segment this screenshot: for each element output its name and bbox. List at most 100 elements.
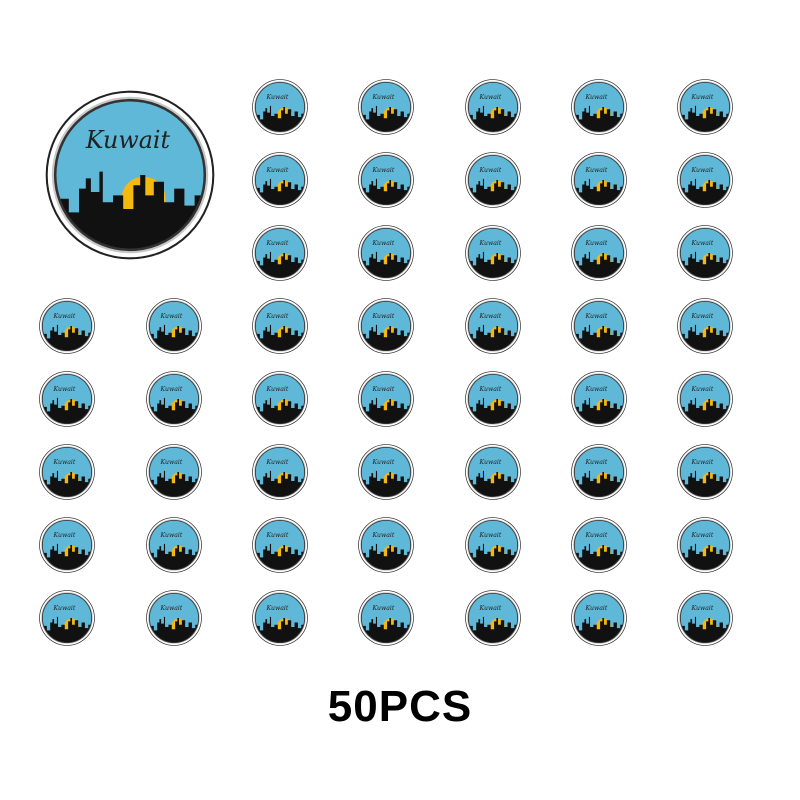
badge-script-text: Kuwait: [691, 240, 714, 247]
pin-badge: Kuwait: [246, 79, 314, 135]
pin-badge: Kuwait: [33, 444, 101, 500]
pin-badge: Kuwait: [671, 152, 739, 208]
badge-script-text: Kuwait: [585, 167, 608, 174]
badge-script-text: Kuwait: [53, 459, 76, 466]
badge-script-text: Kuwait: [372, 240, 395, 247]
pin-badge: Kuwait: [459, 152, 527, 208]
pin-badge: Kuwait: [565, 225, 633, 281]
pin-badge: Kuwait: [565, 152, 633, 208]
badge-script-text: Kuwait: [266, 240, 289, 247]
pin-badge: Kuwait: [565, 298, 633, 354]
badge-script-text: Kuwait: [160, 313, 183, 320]
pin-badge: Kuwait: [671, 590, 739, 646]
pin-badge: Kuwait: [565, 371, 633, 427]
pin-badge: Kuwait: [246, 298, 314, 354]
pin-badge: Kuwait: [352, 371, 420, 427]
pin-badge: Kuwait: [565, 79, 633, 135]
badge-script-text: Kuwait: [691, 94, 714, 101]
pin-badge: Kuwait: [246, 517, 314, 573]
badge-script-text: Kuwait: [585, 532, 608, 539]
pin-badge: Kuwait: [352, 517, 420, 573]
pin-badge: Kuwait: [671, 225, 739, 281]
pin-badge: Kuwait: [459, 590, 527, 646]
pin-badge: Kuwait: [140, 444, 208, 500]
badge-script-text: Kuwait: [479, 240, 502, 247]
pin-badge: Kuwait: [352, 444, 420, 500]
badge-script-text: Kuwait: [372, 459, 395, 466]
badge-script-text: Kuwait: [266, 313, 289, 320]
pin-badge: Kuwait: [459, 371, 527, 427]
pin-badge: Kuwait: [246, 590, 314, 646]
badge-script-text: Kuwait: [160, 386, 183, 393]
quantity-label: 50PCS: [327, 682, 473, 731]
pin-badge: Kuwait: [459, 517, 527, 573]
pin-badge: Kuwait: [33, 298, 101, 354]
pin-badge: Kuwait: [352, 152, 420, 208]
pin-badge: Kuwait: [246, 225, 314, 281]
pin-badge: Kuwait: [352, 79, 420, 135]
pin-badge: Kuwait: [671, 517, 739, 573]
badge-script-text: Kuwait: [372, 605, 395, 612]
pin-badge: Kuwait: [140, 298, 208, 354]
pin-badge: Kuwait: [246, 152, 314, 208]
badge-script-text: Kuwait: [372, 94, 395, 101]
badge-script-text: Kuwait: [266, 459, 289, 466]
pin-badge: Kuwait: [246, 444, 314, 500]
badge-script-text: Kuwait: [372, 167, 395, 174]
badge-script-text: Kuwait: [479, 94, 502, 101]
badge-script-text: Kuwait: [266, 167, 289, 174]
badge-script-text: Kuwait: [372, 532, 395, 539]
badge-script-text: Kuwait: [691, 605, 714, 612]
pin-badge: Kuwait: [671, 298, 739, 354]
badge-script-text: Kuwait: [266, 94, 289, 101]
badge-script-text: Kuwait: [691, 167, 714, 174]
pin-badge: Kuwait: [140, 517, 208, 573]
badge-script-text: Kuwait: [691, 532, 714, 539]
badge-script-text: Kuwait: [479, 532, 502, 539]
pin-badge: Kuwait: [565, 444, 633, 500]
pin-badge: Kuwait: [352, 298, 420, 354]
pin-badge: Kuwait: [140, 590, 208, 646]
badge-script-text: Kuwait: [691, 313, 714, 320]
featured-badge-closeup: Kuwait: [45, 90, 215, 260]
pin-badge: Kuwait: [565, 590, 633, 646]
badge-script-text: Kuwait: [53, 605, 76, 612]
badge-script-text: Kuwait: [85, 126, 171, 154]
pin-badge: Kuwait: [459, 444, 527, 500]
badge-script-text: Kuwait: [585, 94, 608, 101]
badge-script-text: Kuwait: [479, 459, 502, 466]
pin-badge: Kuwait: [33, 371, 101, 427]
badge-script-text: Kuwait: [479, 386, 502, 393]
badge-script-text: Kuwait: [585, 605, 608, 612]
badge-script-text: Kuwait: [372, 313, 395, 320]
badge-script-text: Kuwait: [160, 605, 183, 612]
badge-script-text: Kuwait: [372, 386, 395, 393]
pin-badge: Kuwait: [352, 225, 420, 281]
badge-script-text: Kuwait: [691, 386, 714, 393]
pin-badge: Kuwait: [140, 371, 208, 427]
pin-badge: Kuwait: [459, 298, 527, 354]
badge-script-text: Kuwait: [53, 313, 76, 320]
badge-script-text: Kuwait: [53, 532, 76, 539]
badge-script-text: Kuwait: [160, 532, 183, 539]
badge-script-text: Kuwait: [585, 313, 608, 320]
pin-badge: Kuwait: [671, 79, 739, 135]
pin-badge: Kuwait: [33, 517, 101, 573]
badge-script-text: Kuwait: [53, 386, 76, 393]
pin-badge: Kuwait: [671, 371, 739, 427]
badge-script-text: Kuwait: [266, 605, 289, 612]
badge-script-text: Kuwait: [479, 167, 502, 174]
badge-script-text: Kuwait: [266, 386, 289, 393]
badge-script-text: Kuwait: [266, 532, 289, 539]
badge-script-text: Kuwait: [585, 240, 608, 247]
badge-script-text: Kuwait: [479, 605, 502, 612]
pin-badge: Kuwait: [246, 371, 314, 427]
pin-badge: Kuwait: [33, 590, 101, 646]
badge-script-text: Kuwait: [479, 313, 502, 320]
pin-badge: Kuwait: [352, 590, 420, 646]
pin-badge: Kuwait: [565, 517, 633, 573]
badge-script-text: Kuwait: [585, 459, 608, 466]
pin-badge: Kuwait: [671, 444, 739, 500]
badge-script-text: Kuwait: [691, 459, 714, 466]
